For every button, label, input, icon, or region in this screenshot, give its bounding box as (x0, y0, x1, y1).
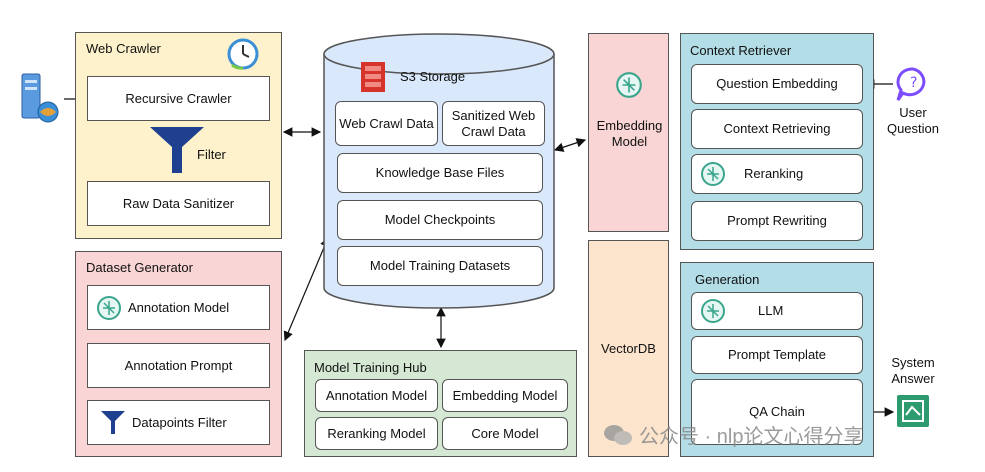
annotation-model-box: Annotation Model (87, 285, 270, 330)
annotation-prompt-box: Annotation Prompt (87, 343, 270, 388)
brain-icon (698, 159, 728, 189)
raw-data-sanitizer-box: Raw Data Sanitizer (87, 181, 270, 226)
embedding-model-panel: Embedding Model (588, 33, 669, 232)
hub-core-model-box: Core Model (442, 417, 568, 450)
vectordb-label: VectorDB (601, 341, 656, 356)
knowledge-base-files-box: Knowledge Base Files (337, 153, 543, 193)
user-chat-icon: ? (894, 64, 932, 104)
arrow-dataset-s3 (283, 236, 330, 342)
question-embedding-box: Question Embedding (691, 64, 863, 104)
reranking-label: Reranking (744, 166, 804, 181)
reranking-box: Reranking (691, 154, 863, 194)
hub-annotation-model-box: Annotation Model (315, 379, 438, 412)
qa-chain-box: QA Chain (691, 379, 863, 445)
raw-data-sanitizer-label: Raw Data Sanitizer (122, 195, 235, 211)
prompt-rewriting-label: Prompt Rewriting (727, 213, 827, 228)
vectordb-panel: VectorDB (588, 240, 669, 457)
model-training-datasets-label: Model Training Datasets (369, 258, 511, 273)
user-question-label: User Question (886, 105, 940, 136)
context-retriever-panel: Context Retriever Question Embedding Con… (680, 33, 874, 250)
datapoints-filter-box: Datapoints Filter (87, 400, 270, 445)
recursive-crawler-box: Recursive Crawler (87, 76, 270, 121)
answer-document-icon (894, 392, 932, 430)
watermark: 公众号 · nlp论文心得分享 (603, 420, 863, 449)
generation-title: Generation (695, 272, 760, 287)
brain-icon (613, 69, 645, 101)
brain-icon (94, 293, 124, 323)
context-retrieving-label: Context Retrieving (723, 121, 831, 136)
qa-chain-label: QA Chain (749, 404, 805, 419)
question-embedding-label: Question Embedding (716, 76, 838, 91)
clock-icon (226, 37, 260, 71)
sanitized-web-crawl-data-box: Sanitized Web Crawl Data (442, 101, 545, 146)
hub-core-model-label: Core Model (471, 425, 539, 441)
system-answer-label: System Answer (891, 355, 935, 386)
svg-text:?: ? (910, 75, 917, 91)
model-training-datasets-box: Model Training Datasets (337, 246, 543, 286)
hub-reranking-model-box: Reranking Model (315, 417, 438, 450)
dataset-generator-panel: Dataset Generator Annotation Model Annot… (75, 251, 282, 457)
annotation-model-label: Annotation Model (128, 299, 230, 315)
model-training-hub-title: Model Training Hub (314, 360, 427, 375)
web-crawler-title: Web Crawler (86, 41, 161, 56)
prompt-template-box: Prompt Template (691, 336, 863, 374)
prompt-rewriting-box: Prompt Rewriting (691, 201, 863, 241)
funnel-icon (98, 408, 128, 438)
model-training-hub-panel: Model Training Hub Annotation Model Embe… (304, 350, 577, 457)
filter-label: Filter (197, 147, 226, 162)
model-checkpoints-label: Model Checkpoints (384, 212, 496, 227)
hub-embedding-model-label: Embedding Model (452, 387, 558, 403)
web-crawl-data-label: Web Crawl Data (339, 115, 434, 131)
hub-reranking-model-label: Reranking Model (327, 425, 426, 441)
watermark-text: 公众号 · nlp论文心得分享 (639, 426, 864, 448)
embedding-model-label: Embedding Model (596, 118, 663, 149)
web-crawl-data-box: Web Crawl Data (335, 101, 438, 146)
prompt-template-label: Prompt Template (727, 347, 827, 362)
wechat-icon (603, 422, 633, 448)
s3-bucket-icon (354, 58, 392, 96)
web-crawler-panel: Web Crawler Recursive Crawler Filter Raw… (75, 32, 282, 239)
sanitized-web-crawl-data-label: Sanitized Web Crawl Data (451, 107, 536, 139)
llm-label: LLM (758, 303, 784, 318)
context-retrieving-box: Context Retrieving (691, 109, 863, 149)
datapoints-filter-label: Datapoints Filter (132, 414, 227, 430)
s3-title: S3 Storage (400, 69, 466, 84)
context-retriever-title: Context Retriever (690, 43, 792, 58)
hub-embedding-model-box: Embedding Model (442, 379, 568, 412)
arrow-s3-embedding (553, 138, 587, 152)
server-globe-icon (14, 70, 62, 126)
knowledge-base-files-label: Knowledge Base Files (375, 165, 505, 180)
model-checkpoints-box: Model Checkpoints (337, 200, 543, 240)
funnel-icon (148, 125, 206, 175)
generation-panel: Generation LLM Prompt Template QA Chain (680, 262, 874, 457)
recursive-crawler-label: Recursive Crawler (125, 90, 232, 106)
annotation-prompt-label: Annotation Prompt (124, 357, 233, 373)
hub-annotation-model-label: Annotation Model (325, 387, 428, 403)
dataset-generator-title: Dataset Generator (86, 260, 193, 275)
brain-icon (698, 296, 728, 326)
llm-box: LLM (691, 292, 863, 330)
